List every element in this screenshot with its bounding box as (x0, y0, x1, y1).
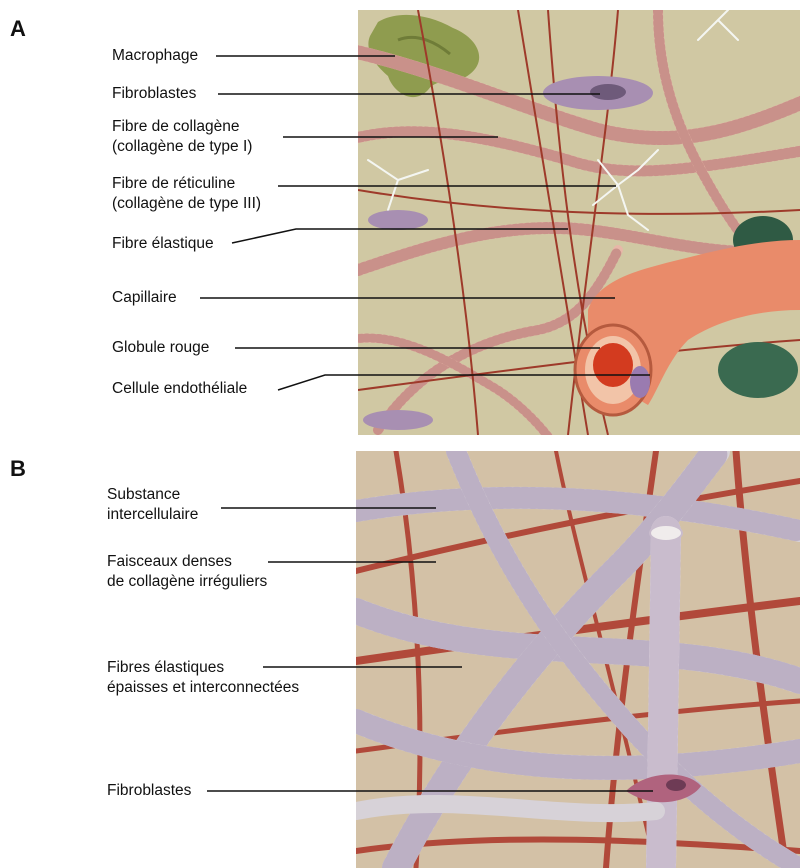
label-capillaire: Capillaire (112, 288, 177, 308)
label-fibre-reticuline: Fibre de réticuline (collagène de type I… (112, 174, 261, 214)
panel-a-letter: A (10, 16, 26, 42)
label-fibre-elastique: Fibre élastique (112, 234, 214, 254)
label-fibroblastes-b: Fibroblastes (107, 781, 191, 801)
label-globule-rouge: Globule rouge (112, 338, 209, 358)
label-fibre-collagene: Fibre de collagène (collagène de type I) (112, 117, 252, 157)
panel-b-letter: B (10, 456, 26, 482)
endothelial-cell (630, 366, 650, 398)
label-substance-intercellulaire: Substance intercellulaire (107, 485, 198, 525)
panel-b-illustration (356, 451, 800, 868)
panel-a-illustration (358, 10, 800, 435)
label-faisceaux-denses: Faisceaux denses de collagène irrégulier… (107, 552, 267, 592)
label-cellule-endotheliale: Cellule endothéliale (112, 379, 247, 399)
label-macrophage: Macrophage (112, 46, 198, 66)
red-blood-cell (593, 343, 633, 387)
label-fibres-elastiques: Fibres élastiques épaisses et interconne… (107, 658, 299, 698)
label-fibroblastes-a: Fibroblastes (112, 84, 196, 104)
